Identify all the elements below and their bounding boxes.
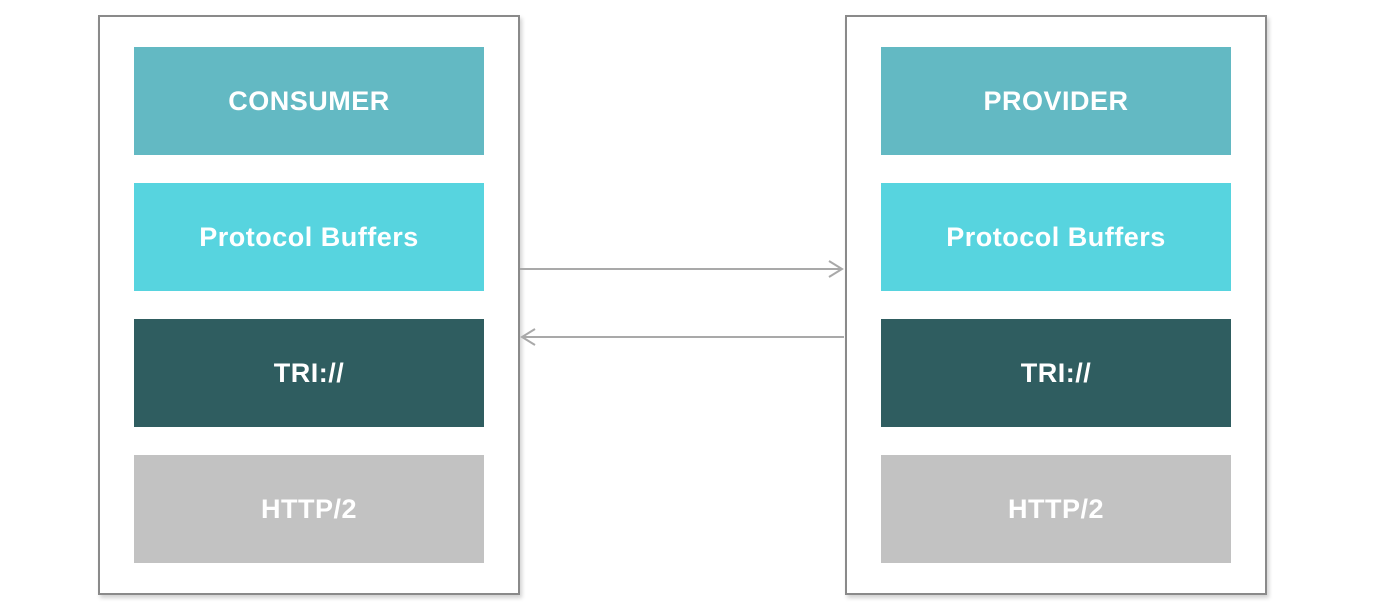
consumer-layer-transport: HTTP/2 [134, 455, 484, 563]
consumer-transport-label: HTTP/2 [260, 493, 357, 524]
provider-protocol-label: TRI:// [1020, 357, 1092, 388]
consumer-layer-serialization: Protocol Buffers [134, 183, 484, 291]
provider-layer-protocol: TRI:// [881, 319, 1231, 427]
provider-layer-transport: HTTP/2 [881, 455, 1231, 563]
consumer-protocol-label: TRI:// [273, 357, 345, 388]
consumer-layer-role: CONSUMER [134, 47, 484, 155]
request-arrow [520, 260, 844, 278]
provider-role-label: PROVIDER [983, 85, 1129, 116]
consumer-container: CONSUMER Protocol Buffers TRI:// HTTP/2 [98, 15, 520, 595]
response-arrow [520, 328, 844, 346]
provider-layer-role: PROVIDER [881, 47, 1231, 155]
consumer-layer-protocol: TRI:// [134, 319, 484, 427]
provider-container: PROVIDER Protocol Buffers TRI:// HTTP/2 [845, 15, 1267, 595]
consumer-role-label: CONSUMER [228, 85, 390, 116]
connection-arrows [520, 260, 844, 346]
consumer-serialization-label: Protocol Buffers [199, 221, 419, 252]
provider-serialization-label: Protocol Buffers [946, 221, 1166, 252]
provider-layer-serialization: Protocol Buffers [881, 183, 1231, 291]
provider-transport-label: HTTP/2 [1007, 493, 1104, 524]
